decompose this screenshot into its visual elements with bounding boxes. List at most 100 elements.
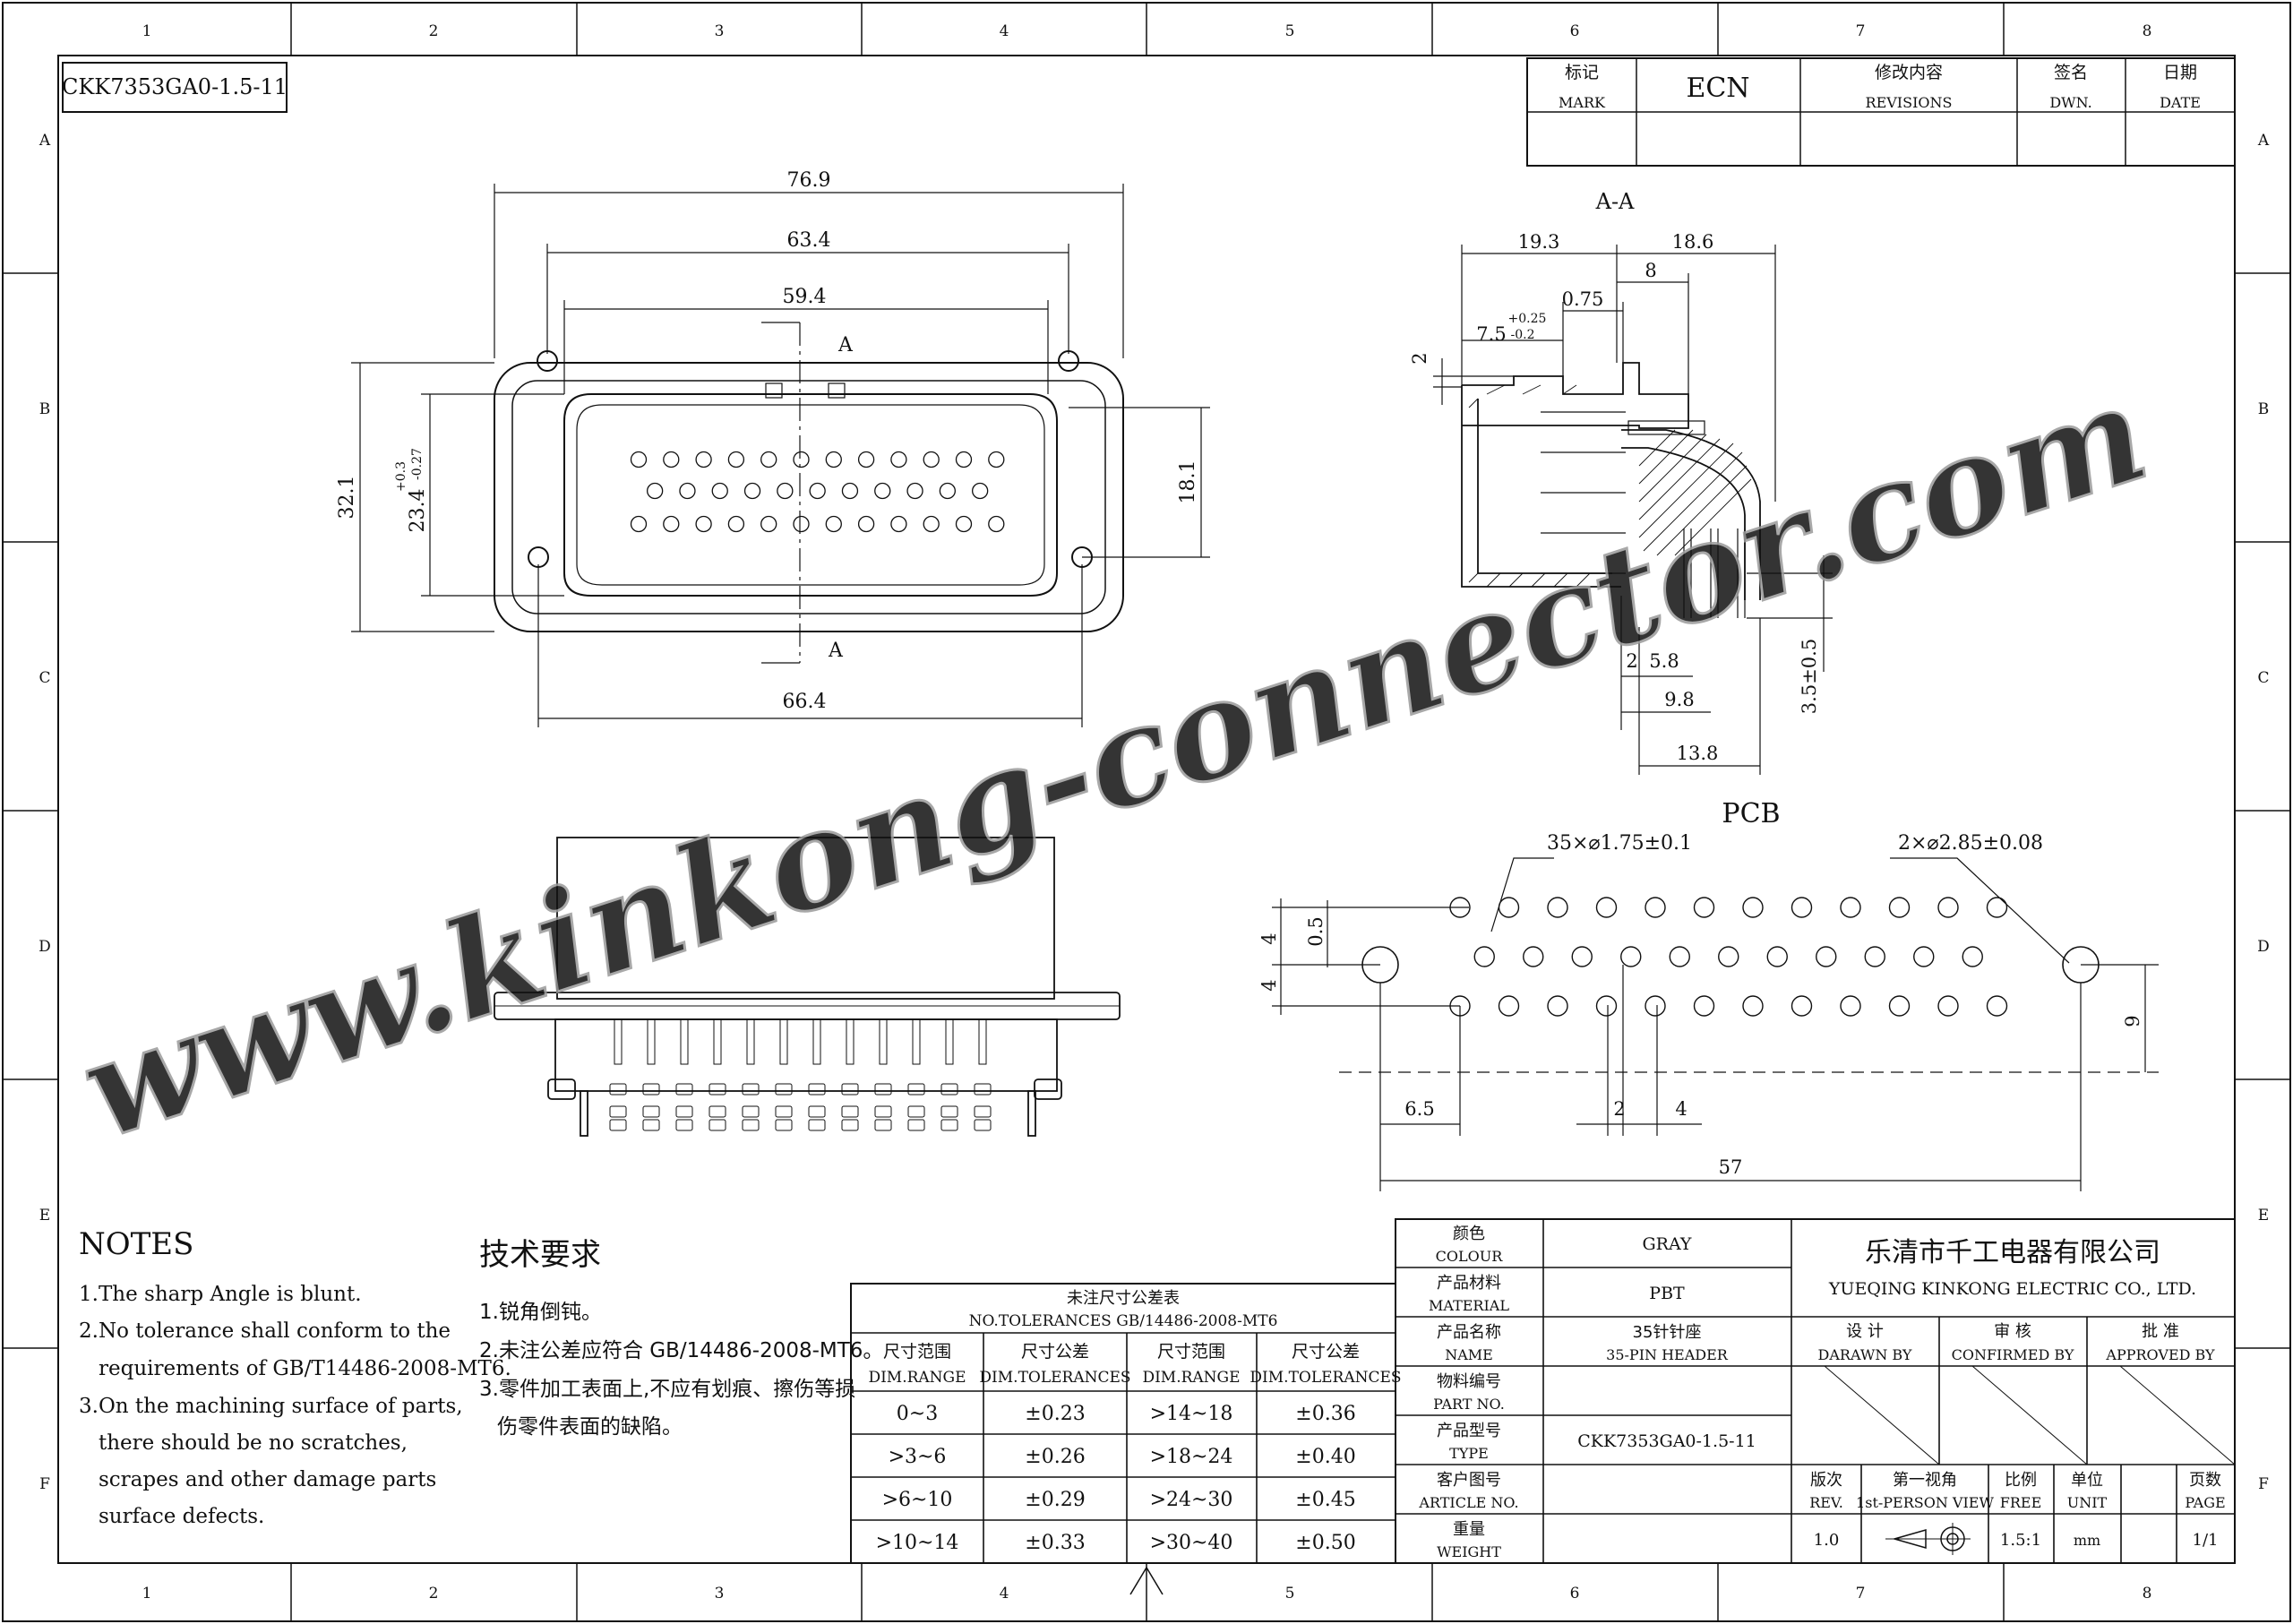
front-view-labels: 76.9 63.4 59.4 66.4 A A 32.1 23.4 +0.3 -…: [336, 169, 1199, 713]
tb-weight-en: WEIGHT: [1437, 1543, 1501, 1560]
tb-view-en: 1st-PERSON VIEW: [1856, 1494, 1994, 1511]
front-view: [494, 322, 1124, 663]
note-cn-line: 1.锐角倒钝。: [479, 1301, 602, 1324]
pcb-pin-hole: [1816, 946, 1837, 967]
col-label: 7: [1856, 22, 1866, 40]
dim-flange-hole-pitch: 63.4: [787, 229, 831, 252]
tb-view-cn: 第一视角: [1893, 1471, 1957, 1490]
pin-foot: [675, 1119, 693, 1131]
pin-foot: [907, 1083, 925, 1096]
dim-body-height: 23.4: [407, 489, 429, 533]
pin-leg: [912, 1018, 921, 1065]
notes-chinese: 技术要求 1.锐角倒钝。 2.未注公差应符合 GB/14486-2008-MT6…: [479, 1237, 883, 1439]
pin-foot: [808, 1119, 826, 1131]
tb-name-value-cn: 35针针座: [1633, 1323, 1702, 1342]
pin-foot: [874, 1083, 892, 1096]
note-line: scrapes and other damage parts: [99, 1468, 436, 1491]
pin-foot: [775, 1119, 793, 1131]
pin-foot: [609, 1119, 627, 1131]
note-line: 2.No tolerance shall conform to the: [79, 1319, 451, 1343]
pin-foot: [940, 1083, 958, 1096]
pcb-pin-hole: [1962, 946, 1983, 967]
tol-header-en: DIM.TOLERANCES: [979, 1369, 1130, 1387]
tb-drawn-en: DARAWN BY: [1818, 1346, 1912, 1363]
connector-pin-hole: [727, 515, 745, 533]
tol-header-cn: 尺寸范围: [883, 1342, 951, 1362]
pin-foot: [642, 1119, 660, 1131]
dim-2-vertical: 2: [1409, 352, 1430, 364]
pcb-pin-hole: [1742, 995, 1764, 1017]
pcb-pin-hole: [1547, 897, 1568, 918]
pin-foot: [808, 1083, 826, 1096]
connector-pin-hole: [630, 451, 648, 468]
col-label: 1: [142, 1585, 152, 1603]
watermark: www.kinkong-connector.com: [64, 354, 2164, 1170]
pin-foot: [742, 1119, 760, 1131]
connector-pin-hole: [809, 482, 826, 500]
row-label: B: [39, 400, 51, 418]
pin-foot: [775, 1083, 793, 1096]
rev-dwn-en: DWN.: [2049, 94, 2091, 111]
pcb-pin-hole: [1913, 946, 1935, 967]
tb-drawn-cn: 设 计: [1846, 1322, 1884, 1341]
connector-pin-hole: [874, 482, 891, 500]
pin-leg: [614, 1018, 623, 1065]
mounting-hole: [537, 350, 558, 372]
note-cn-line: 2.未注公差应符合 GB/14486-2008-MT6。: [479, 1339, 883, 1362]
pcb-pin-hole: [1498, 897, 1520, 918]
pcb-pin-hole: [1840, 995, 1861, 1017]
tolerance-table: 未注尺寸公差表 NO.TOLERANCES GB/14486-2008-MT6 …: [850, 1283, 1402, 1595]
mounting-hole: [1058, 350, 1079, 372]
connector-pin-hole: [972, 482, 989, 500]
pin-foot: [841, 1119, 859, 1131]
connector-pin-hole: [695, 451, 712, 468]
section-hatch: [1468, 384, 1752, 588]
pin-foot: [940, 1119, 958, 1131]
pcb-dim-9: 9: [2122, 1015, 2143, 1027]
pcb-pin-hole: [1523, 946, 1544, 967]
connector-pin-hole: [647, 482, 664, 500]
tol-header-en: DIM.RANGE: [1142, 1369, 1240, 1387]
pin-leg: [680, 1018, 689, 1065]
pcb-pin-hole: [1693, 995, 1715, 1017]
pcb-dim-57: 57: [1719, 1156, 1743, 1178]
note-cn-line: 3.零件加工表面上,不应有划痕、擦伤等损: [479, 1378, 855, 1401]
tb-page-en: PAGE: [2185, 1494, 2225, 1511]
rev-mark-en: MARK: [1559, 94, 1606, 111]
section-dimensions: [1433, 245, 1833, 775]
pcb-pin-hole: [1547, 995, 1568, 1017]
tb-unit-cn: 单位: [2071, 1471, 2103, 1490]
pcb-pin-hole: [1718, 946, 1739, 967]
rev-revisions-en: REVISIONS: [1866, 94, 1953, 111]
pcb-pin-hole: [1986, 995, 2008, 1017]
section-title: A-A: [1595, 189, 1635, 214]
pin-foot: [974, 1119, 992, 1131]
tb-page-value: 1/1: [2193, 1531, 2219, 1550]
pcb-pin-hole: [1571, 946, 1593, 967]
col-label: 6: [1570, 22, 1580, 40]
row-label: C: [2257, 669, 2269, 687]
connector-pin-hole: [857, 515, 875, 533]
tb-unit-en: UNIT: [2067, 1494, 2108, 1511]
connector-pin-hole: [679, 482, 696, 500]
note-line: surface defects.: [99, 1505, 264, 1528]
pin-foot: [974, 1105, 992, 1118]
dim-body-height-tol-minus: -0.27: [410, 448, 425, 480]
connector-pin-hole: [711, 482, 728, 500]
pcb-pin-hole: [1498, 995, 1520, 1017]
note-cn-line: 伤零件表面的缺陷。: [497, 1415, 683, 1439]
pin-foot: [775, 1105, 793, 1118]
col-label: 1: [142, 22, 152, 40]
connector-pin-hole: [988, 451, 1005, 468]
connector-pin-hole: [923, 515, 940, 533]
dim-2: 2: [1626, 650, 1637, 672]
pcb-pin-hole: [1473, 946, 1495, 967]
pcb-pin-hole: [1937, 897, 1959, 918]
pin-leg: [812, 1018, 821, 1065]
note-line: 1.The sharp Angle is blunt.: [79, 1283, 362, 1306]
tb-unit-value: mm: [2074, 1532, 2100, 1549]
pin-foot: [709, 1105, 726, 1118]
pin-foot: [742, 1083, 760, 1096]
rev-ecn: ECN: [1686, 73, 1749, 104]
connector-pin-hole: [857, 451, 875, 468]
